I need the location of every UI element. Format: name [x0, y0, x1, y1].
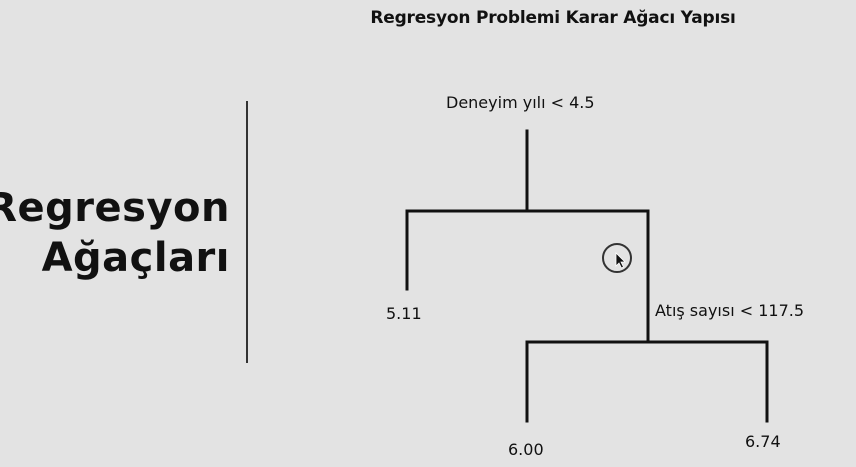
slide-title: Regresyon Problemi Karar Ağacı Yapısı: [370, 8, 736, 28]
mouse-cursor-icon: [602, 243, 632, 273]
side-title-line1: Regresyon: [0, 185, 230, 231]
side-title: Regresyon Ağaçları: [0, 183, 230, 283]
vertical-divider: [246, 101, 248, 363]
right-left-leaf-value: 6.00: [508, 440, 544, 459]
root-split-label: Deneyim yılı < 4.5: [446, 93, 595, 112]
right-right-leaf-value: 6.74: [745, 432, 781, 451]
right-split-label: Atış sayısı < 117.5: [655, 301, 805, 320]
left-leaf-value: 5.11: [386, 304, 422, 323]
side-title-line2: Ağaçları: [41, 235, 230, 281]
